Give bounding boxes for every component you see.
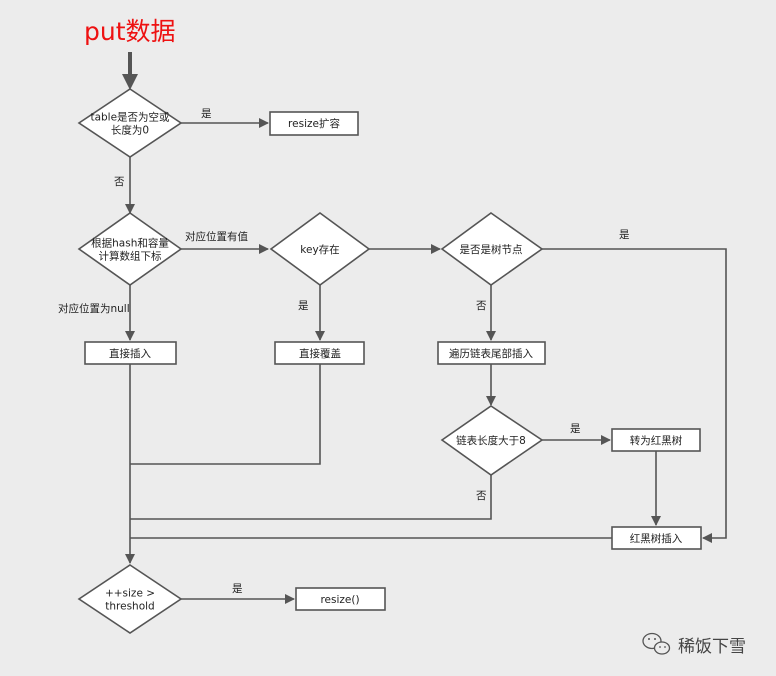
decision-list-len (440, 405, 544, 476)
label-is-tree-node: 是否是树节点 (460, 243, 523, 256)
process-resize-expand (269, 111, 359, 136)
label-calc-index: 根据hash和容量计算数组下标 (91, 237, 169, 263)
edge-len-no-merge (130, 475, 492, 520)
edge-label-slot-null: 对应位置为null (58, 302, 130, 315)
edge-label-slot-has-value: 对应位置有值 (185, 230, 248, 243)
edges (125, 118, 727, 604)
edge-overwrite-merge (130, 364, 321, 465)
process-resize-call (295, 587, 386, 611)
label-list-tail-insert: 遍历链表尾部插入 (449, 347, 533, 360)
decision-size-threshold (77, 564, 183, 634)
process-to-rbtree (611, 428, 701, 452)
edge-label-size-yes: 是 (232, 583, 243, 595)
label-size-threshold: ++size >threshold (105, 588, 155, 613)
process-direct-insert (84, 341, 177, 365)
label-direct-overwrite: 直接覆盖 (299, 347, 341, 360)
label-resize-call: resize() (320, 594, 359, 606)
start-arrow (122, 52, 138, 90)
edge-label-table-yes: 是 (201, 108, 212, 120)
process-direct-overwrite (274, 341, 365, 365)
watermark-text: 稀饭下雪 (678, 637, 746, 657)
label-resize-expand: resize扩容 (288, 117, 340, 130)
edge-label-len-yes: 是 (570, 423, 581, 435)
label-to-rbtree: 转为红黑树 (630, 434, 683, 447)
decision-is-tree-node (440, 212, 544, 286)
decision-table-empty (77, 88, 183, 158)
wechat-icon (642, 632, 671, 655)
label-direct-insert: 直接插入 (109, 347, 151, 360)
process-list-tail-insert (437, 341, 546, 365)
edge-label-tree-no: 否 (476, 300, 487, 312)
process-rbtree-insert (611, 526, 702, 550)
diagram-title: put数据 (84, 17, 176, 46)
edge-tree-yes-to-rbinsert (542, 248, 727, 543)
decision-key-exists (269, 212, 371, 286)
label-rbtree-insert: 红黑树插入 (630, 532, 683, 545)
edge-label-table-no: 否 (114, 176, 125, 188)
edge-label-tree-yes: 是 (619, 229, 630, 241)
label-key-exists: key存在 (300, 243, 339, 256)
edge-label-len-no: 否 (476, 490, 487, 502)
edge-label-key-yes: 是 (298, 300, 309, 312)
watermark: 稀饭下雪 (642, 632, 746, 657)
decision-calc-index (77, 212, 183, 286)
label-list-len: 链表长度大于8 (456, 434, 526, 447)
label-table-empty: table是否为空或长度为0 (90, 111, 170, 137)
